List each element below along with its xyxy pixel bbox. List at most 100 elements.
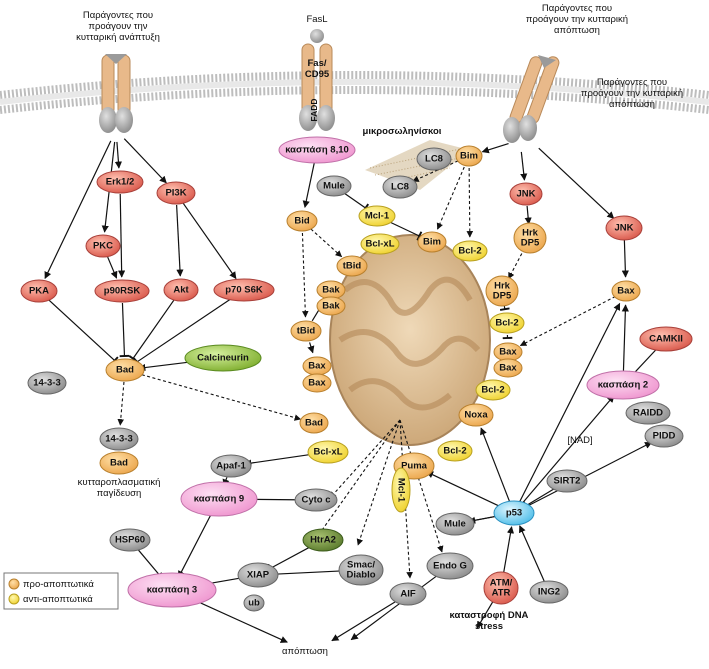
edge-inhibit [133, 296, 235, 367]
node-htra2: HtrA2 [302, 528, 344, 552]
node-shape [483, 571, 519, 605]
node-label: Puma [401, 461, 428, 472]
node-aif: AIF [389, 582, 427, 606]
node-label: Mcl-1 [396, 478, 407, 503]
node-label: Hrk [522, 228, 539, 239]
node-mule-top: Mule [316, 175, 352, 197]
edge [426, 471, 504, 509]
node-label: JNK [614, 223, 633, 234]
node-shape [163, 278, 199, 302]
node-shape [184, 344, 262, 372]
node-bax-r2: Bax [493, 358, 523, 378]
node-shape [290, 320, 322, 342]
microtubules-icon [365, 140, 470, 190]
node-label: SIRT2 [554, 476, 581, 487]
node-label: Mule [323, 181, 345, 192]
node-pi3k: PI3K [156, 181, 196, 205]
node-shape [336, 255, 368, 277]
node-label: Bax [308, 378, 326, 389]
node-shape [639, 326, 693, 352]
node-label: Noxa [464, 410, 488, 421]
node-caspase2: κασπάση 2 [586, 370, 660, 400]
nad-label: [NAD] [567, 435, 592, 446]
edge [302, 161, 316, 209]
node-raidd: RAIDD [625, 401, 671, 425]
node-pkc: PKC [85, 234, 121, 258]
node-shape [546, 469, 588, 493]
node-shape [210, 454, 252, 478]
node-label: Diablo [346, 570, 375, 581]
node-label: Bax [499, 363, 517, 374]
node-label: HtrA2 [310, 535, 336, 546]
node-tbid1: tBid [336, 255, 368, 277]
node-shape [625, 401, 671, 425]
node-label: p90RSK [104, 286, 141, 297]
node-shape [605, 215, 643, 241]
node-shape [109, 528, 151, 552]
edge [621, 304, 629, 374]
edge [44, 140, 112, 280]
legend-pro-swatch [8, 578, 20, 590]
node-label: Bax [499, 347, 517, 358]
node-shape [99, 427, 139, 451]
edge [476, 598, 496, 629]
node-label: ATR [492, 588, 511, 599]
node-shape [278, 136, 356, 164]
node-shape [127, 572, 217, 608]
edge [519, 525, 545, 582]
node-shape [437, 440, 473, 462]
node-p1433a: 14-3-3 [27, 371, 67, 395]
node-ing2: ING2 [529, 580, 569, 604]
edge-dashed [136, 372, 302, 421]
node-shape [435, 512, 475, 536]
node-bax1: Bax [302, 356, 332, 376]
node-label: Bak [322, 285, 340, 296]
fas-receptor-icon [299, 29, 335, 131]
node-label: PI3K [165, 188, 186, 199]
node-shape [458, 403, 494, 427]
edge-inhibit [522, 486, 558, 511]
edge-inhibit [343, 192, 370, 213]
node-shape [307, 440, 349, 464]
node-caspase810: κασπάση 8,10 [278, 136, 356, 164]
node-shape [455, 145, 483, 167]
mitochondrion [329, 234, 491, 446]
node-smac: Smac/Diablo [338, 554, 384, 586]
node-hsp60: HSP60 [109, 528, 151, 552]
edge [524, 441, 653, 509]
node-shape [20, 279, 58, 303]
node-label: ATM/ [490, 578, 513, 589]
node-bcl2-r3: Bcl-2 [437, 440, 473, 462]
node-shape [27, 371, 67, 395]
node-label: DP5 [521, 238, 540, 249]
node-mcl1-vert: Mcl-1 [391, 467, 411, 513]
node-shape [302, 528, 344, 552]
node-shape [493, 500, 535, 526]
node-label: κασπάση 9 [194, 494, 244, 505]
legend-anti-swatch [8, 593, 20, 605]
node-label: HSP60 [115, 535, 145, 546]
node-atm: ATM/ATR [483, 571, 519, 605]
node-label: Bcl-xL [365, 239, 394, 250]
node-shape [105, 358, 145, 382]
apoptosis-factors-left-caption-1: Παράγοντες που [542, 3, 612, 14]
node-shape [452, 240, 488, 262]
edge [621, 239, 629, 278]
edge-dashed [412, 160, 459, 182]
node-label: p53 [506, 508, 522, 519]
node-label: tBid [297, 326, 316, 337]
node-mule-bottom: Mule [435, 512, 475, 536]
node-shape [391, 467, 411, 513]
node-label: p70 S6K [225, 285, 263, 296]
apoptosis-factors-right-caption-3: απόπτωση [609, 99, 655, 110]
node-shape [644, 424, 684, 448]
node-erk: Erk1/2 [96, 170, 144, 194]
node-label: κασπάση 8,10 [285, 145, 349, 156]
dna-damage-caption-1: καταστροφή DNA [450, 610, 529, 621]
cell-membrane [0, 71, 709, 114]
node-shape [286, 210, 318, 232]
edge-release [329, 419, 401, 499]
node-shape [156, 181, 196, 205]
